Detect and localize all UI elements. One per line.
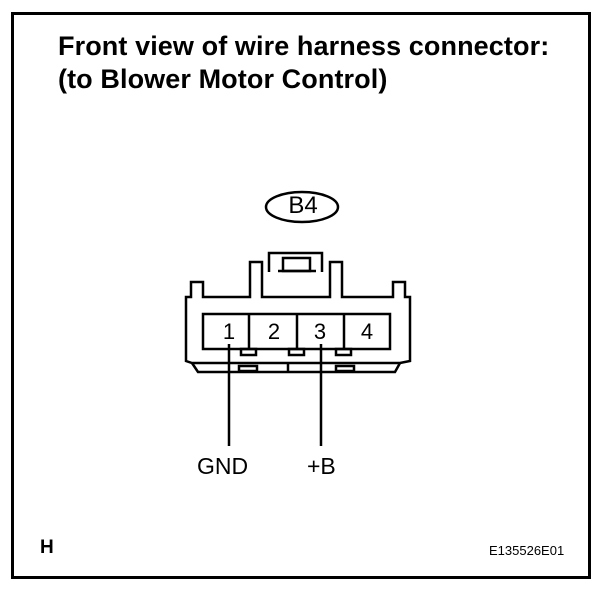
connector-housing bbox=[184, 260, 412, 365]
figure-frame bbox=[11, 12, 591, 579]
title-line-1: Front view of wire harness connector: bbox=[58, 31, 550, 61]
title-line-2: (to Blower Motor Control) bbox=[58, 64, 388, 94]
figure-id: E135526E01 bbox=[489, 543, 565, 558]
pin-1-label: 1 bbox=[222, 319, 236, 344]
pin-4-label: 4 bbox=[360, 319, 374, 344]
connector-bottom-skirt bbox=[190, 362, 402, 374]
pin-dividers bbox=[247, 314, 346, 349]
connector-code-label: B4 bbox=[288, 192, 318, 219]
wire-label-gnd: GND bbox=[197, 453, 249, 479]
connector-latch bbox=[267, 251, 324, 273]
diagram-title: Front view of wire harness connector: (t… bbox=[58, 30, 549, 96]
corner-mark: H bbox=[40, 537, 54, 558]
pin-2-label: 2 bbox=[267, 319, 281, 344]
lock-bumps bbox=[239, 347, 353, 357]
connector-code-oval bbox=[264, 190, 340, 224]
pin-3-label: 3 bbox=[313, 319, 327, 344]
wire-label-plus-b: +B bbox=[307, 453, 336, 479]
